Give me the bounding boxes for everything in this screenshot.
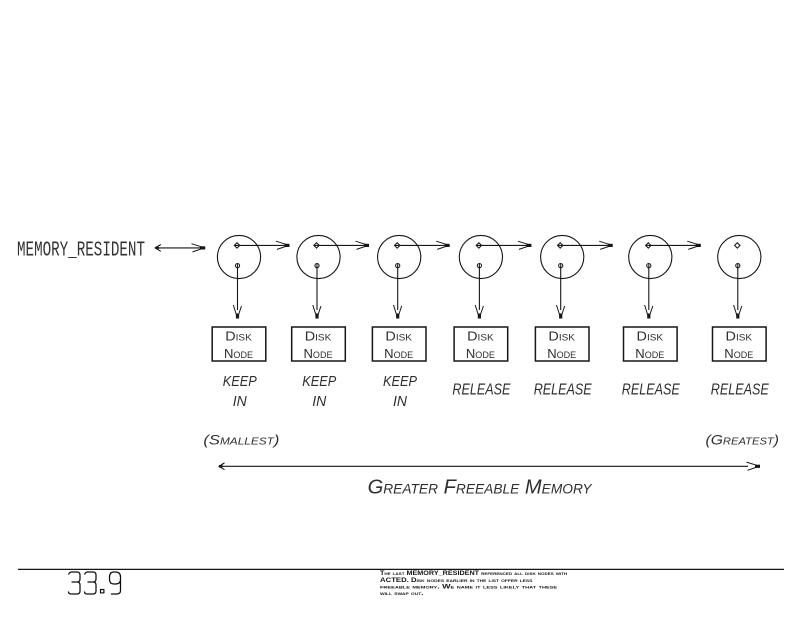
svg-text:IN: IN xyxy=(312,394,327,410)
svg-text:The last MEMORY_RESIDENT refer: The last MEMORY_RESIDENT referenced all … xyxy=(380,570,567,577)
svg-text:Disk: Disk xyxy=(225,328,252,343)
svg-text:Disk: Disk xyxy=(637,328,664,343)
svg-text:IN: IN xyxy=(233,394,248,410)
svg-text:KEEP: KEEP xyxy=(383,374,417,390)
svg-text:RELEASE: RELEASE xyxy=(622,382,680,399)
svg-text:Disk: Disk xyxy=(726,328,753,343)
svg-text:RELEASE: RELEASE xyxy=(711,382,769,399)
svg-text:RELEASE: RELEASE xyxy=(534,382,592,399)
svg-text:Disk: Disk xyxy=(467,328,494,343)
svg-text:(Smallest): (Smallest) xyxy=(203,432,279,448)
svg-text:Greater Freeable Memory: Greater Freeable Memory xyxy=(368,476,594,499)
svg-text:Disk: Disk xyxy=(305,328,332,343)
svg-text:Disk: Disk xyxy=(385,328,412,343)
svg-text:KEEP: KEEP xyxy=(302,374,336,390)
svg-text:RELEASE: RELEASE xyxy=(452,382,510,399)
svg-text:Node: Node xyxy=(635,346,664,361)
svg-text:Node: Node xyxy=(224,346,253,361)
svg-text:Node: Node xyxy=(304,346,333,361)
svg-text:IN: IN xyxy=(393,394,408,410)
svg-text:ACTED. Disk nodes earlier in: ACTED. Disk nodes earlier in the list of… xyxy=(380,577,533,584)
svg-text:will swap out.: will swap out. xyxy=(380,590,424,597)
svg-text:freeable memory. We name it l: freeable memory. We name it less likely … xyxy=(380,583,558,590)
svg-text:Node: Node xyxy=(384,346,413,361)
svg-text:(Greatest): (Greatest) xyxy=(706,432,780,448)
svg-text:Node: Node xyxy=(466,346,495,361)
svg-text:Node: Node xyxy=(724,346,753,361)
svg-text:MEMORY_RESIDENT: MEMORY_RESIDENT xyxy=(17,240,145,263)
svg-text:KEEP: KEEP xyxy=(223,374,257,390)
svg-text:Node: Node xyxy=(547,346,576,361)
svg-text:Disk: Disk xyxy=(548,328,575,343)
